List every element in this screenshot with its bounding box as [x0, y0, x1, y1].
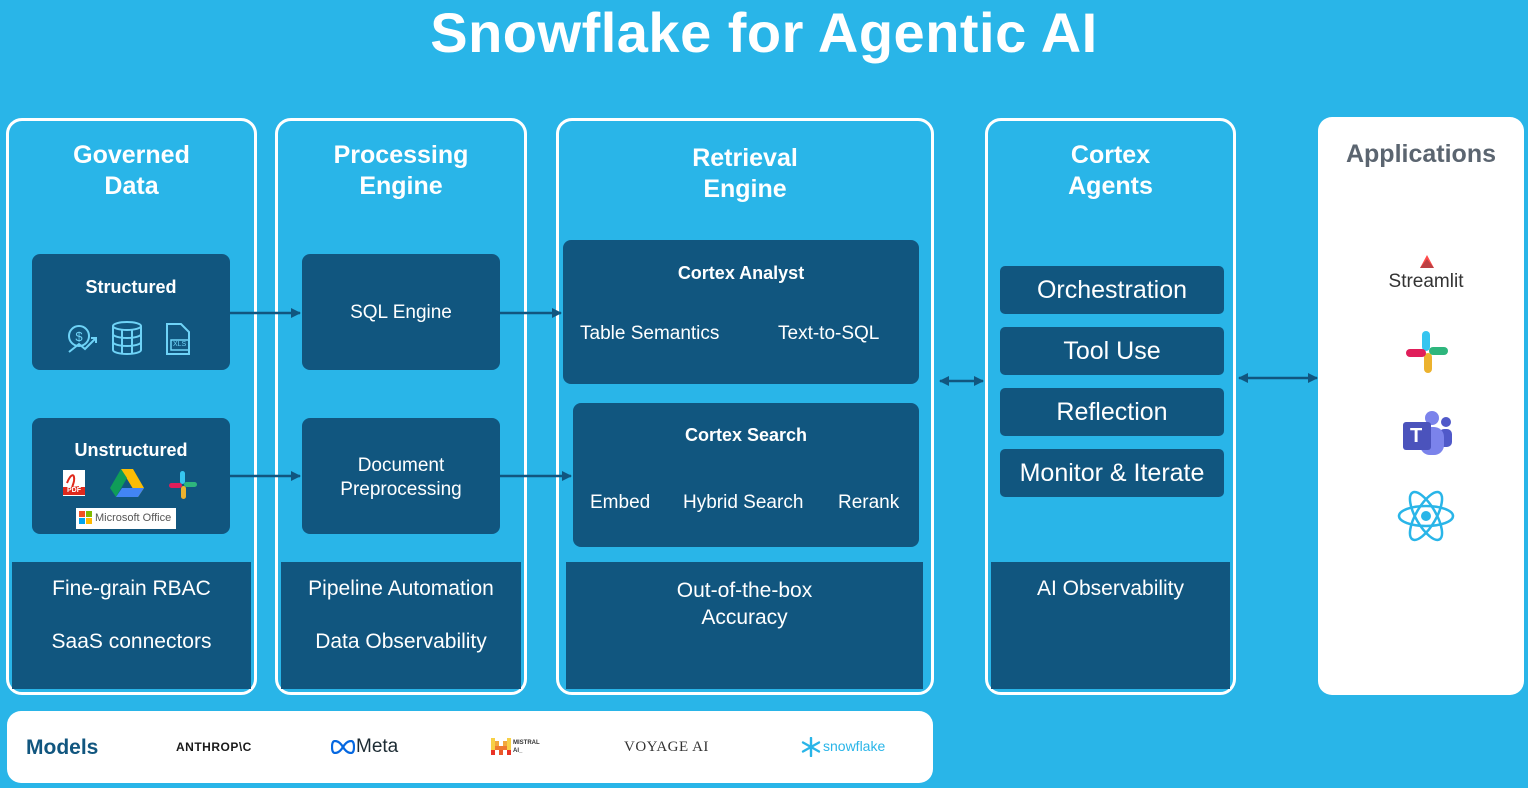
models-label: Models [26, 736, 99, 759]
monitor-iterate-box: Monitor & Iterate [1000, 449, 1224, 497]
snowflake-logo: snowflake [823, 738, 886, 754]
mistral-logo: MISTRAL AI_ [513, 740, 540, 754]
embed: Embed [590, 492, 651, 513]
cortex-agents-column [985, 118, 1236, 695]
rerank: Rerank [838, 492, 900, 513]
data-observability: Data Observability [315, 630, 487, 653]
database-icon [110, 320, 144, 356]
sql-engine-label: SQL Engine [350, 302, 452, 323]
meta-logo: Meta [356, 736, 399, 757]
processing-engine-column [275, 118, 527, 695]
retrieval-engine-footer: Out-of-the-box Accuracy [566, 562, 923, 689]
microsoft-office-label: Microsoft Office [95, 512, 172, 524]
svg-text:$: $ [75, 329, 83, 344]
slack-icon [1405, 330, 1449, 374]
governed-data-footer: Fine-grain RBAC SaaS connectors [12, 562, 251, 689]
orchestration-box: Orchestration [1000, 266, 1224, 314]
pdf-label: PDF [67, 487, 81, 494]
governed-data-heading: Governed Data [73, 141, 190, 200]
applications-panel [1318, 117, 1524, 695]
cortex-search-card [573, 403, 919, 547]
tool-use-box: Tool Use [1000, 327, 1224, 375]
cortex-agents-heading: Cortex Agents [1068, 141, 1153, 200]
pdf-icon: PDF [61, 469, 87, 497]
pipeline-automation: Pipeline Automation [308, 577, 494, 600]
snowflake-icon [801, 737, 821, 757]
governed-data-column [6, 118, 257, 695]
streamlit-crown-icon [1412, 253, 1442, 269]
applications-heading: Applications [1345, 140, 1496, 168]
page-title: Snowflake for Agentic AI [430, 1, 1098, 64]
reflection-box: Reflection [1000, 388, 1224, 436]
teams-letter: T [1410, 425, 1423, 447]
saas-connectors: SaaS connectors [51, 630, 212, 653]
mistral-icon [491, 738, 511, 755]
cortex-analyst-title: Cortex Analyst [677, 263, 805, 283]
streamlit-label: Streamlit [1388, 271, 1464, 292]
document-preprocessing-label: Document Preprocessing [340, 455, 462, 500]
hybrid-search: Hybrid Search [683, 492, 804, 513]
ai-observability: AI Observability [1036, 577, 1185, 600]
retrieval-engine-heading: Retrieval Engine [692, 144, 798, 203]
processing-engine-heading: Processing Engine [333, 141, 469, 200]
xls-file-icon: XLS [163, 322, 193, 356]
meta-infinity-icon [331, 740, 355, 754]
cortex-analyst-card [563, 240, 919, 384]
microsoft-office-badge: Microsoft Office [76, 508, 176, 529]
slack-icon [168, 470, 198, 500]
retrieval-engine-column [556, 118, 934, 695]
microsoft-teams-icon: T [1401, 410, 1453, 456]
structured-label: Structured [85, 277, 177, 297]
cortex-agents-footer: AI Observability [991, 562, 1230, 689]
unstructured-label: Unstructured [74, 440, 188, 460]
react-icon [1395, 488, 1457, 544]
anthropic-logo: ANTHROP\C [176, 740, 252, 754]
document-preprocessing-box [302, 418, 500, 534]
google-drive-icon [110, 468, 144, 498]
cortex-search-title: Cortex Search [684, 425, 808, 445]
voyage-ai-logo: VOYAGE AI [624, 739, 709, 755]
fine-grain-rbac: Fine-grain RBAC [52, 577, 211, 600]
sql-engine-box [302, 254, 500, 370]
xls-label: XLS [173, 341, 187, 348]
models-bar [7, 711, 933, 783]
out-of-the-box-accuracy: Out-of-the-box Accuracy [676, 579, 813, 629]
processing-engine-footer: Pipeline Automation Data Observability [281, 562, 521, 689]
table-semantics: Table Semantics [580, 323, 720, 344]
text-to-sql: Text-to-SQL [778, 323, 880, 344]
dollar-chart-icon: $ [65, 322, 99, 356]
